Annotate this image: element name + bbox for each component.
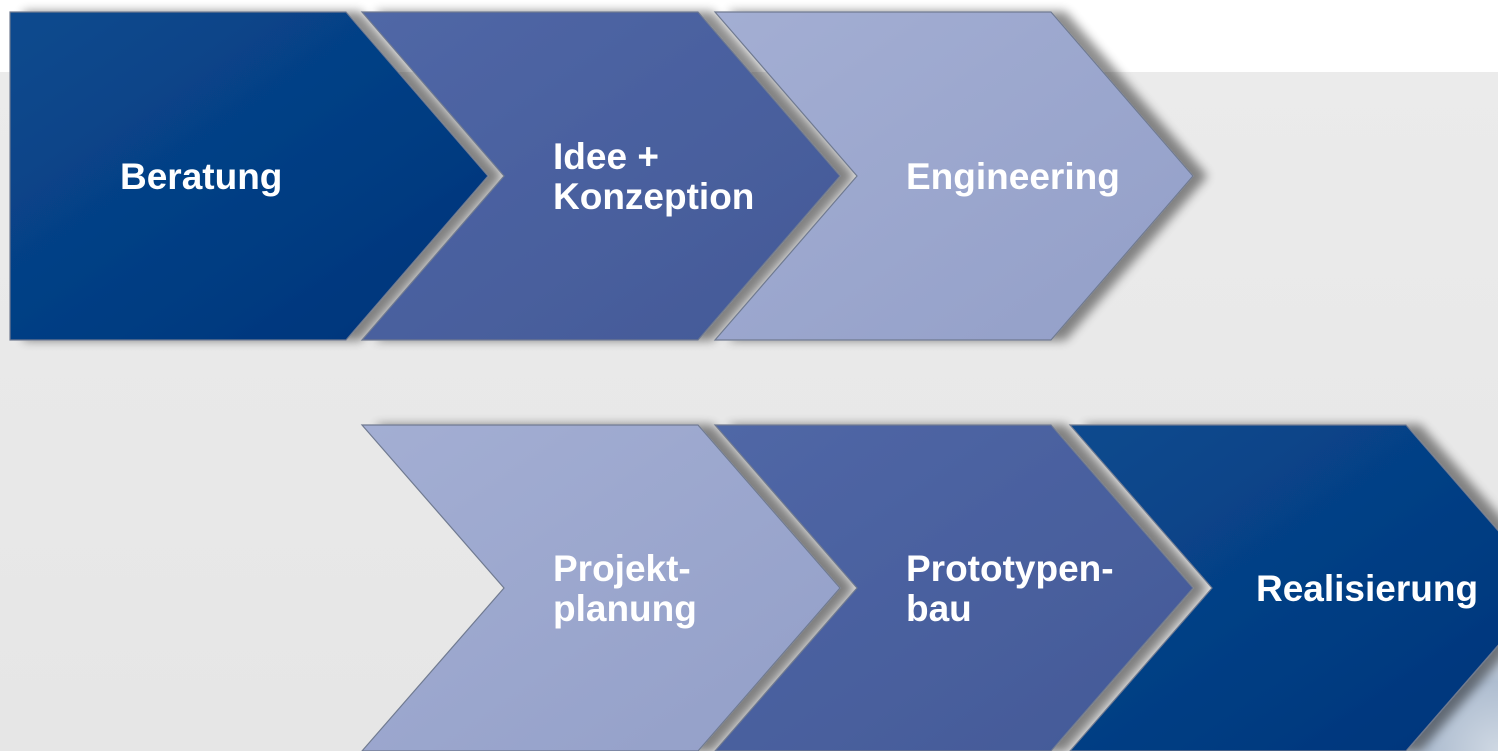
step-label: planung xyxy=(553,588,697,629)
process-step: Prototypen-bau xyxy=(713,424,1194,751)
process-row-1: Beratung Idee +Konzeption Engineering xyxy=(9,11,1194,341)
chevron-shape xyxy=(9,11,489,341)
chevron-shape xyxy=(1068,424,1498,751)
process-step: Idee +Konzeption xyxy=(360,11,841,341)
chevron-shape xyxy=(360,11,841,341)
chevron-shape xyxy=(713,424,1194,751)
step-label: Prototypen- xyxy=(906,548,1114,589)
process-step: Engineering xyxy=(713,11,1194,341)
step-label: bau xyxy=(906,588,972,629)
step-label: Konzeption xyxy=(553,176,754,217)
chevron-shape xyxy=(360,424,841,751)
process-step: Projekt-planung xyxy=(360,424,841,751)
process-step: Realisierung xyxy=(1068,424,1498,751)
step-label: Realisierung xyxy=(1256,568,1478,609)
step-label: Idee + xyxy=(553,136,659,177)
step-label: Beratung xyxy=(120,156,282,197)
chevron-shape xyxy=(713,11,1194,341)
process-step: Beratung xyxy=(9,11,489,341)
step-label: Engineering xyxy=(906,156,1120,197)
step-label: Projekt- xyxy=(553,548,691,589)
